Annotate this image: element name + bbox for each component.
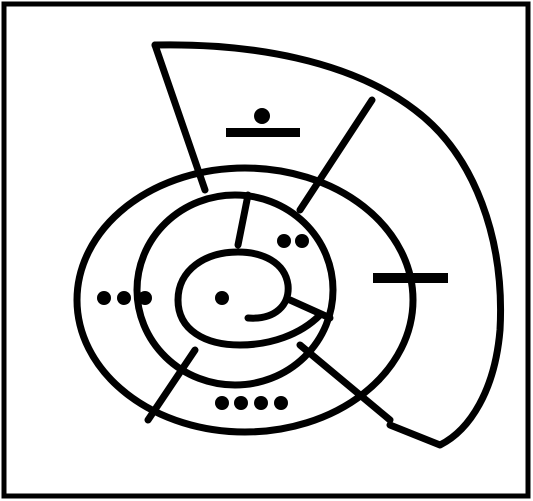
numeral-dot <box>277 234 291 248</box>
numeral-dot <box>274 396 288 410</box>
spiral-core <box>178 252 320 345</box>
numeral-dot <box>117 291 131 305</box>
divider-top-right <box>300 100 372 210</box>
frame-border <box>4 4 528 496</box>
numeral-dot <box>97 291 111 305</box>
numeral-bar <box>373 273 448 283</box>
divider-inner-right <box>290 300 330 318</box>
shell-opening-edge <box>155 45 205 190</box>
inner-whorl-ring <box>137 195 333 385</box>
numeral-dot <box>215 396 229 410</box>
numeral-dot <box>295 234 309 248</box>
numeral-dot <box>234 396 248 410</box>
numeral-dot <box>254 396 268 410</box>
outer-shell-outline <box>155 45 501 445</box>
numeral-dot <box>254 108 270 124</box>
numeral-dot <box>215 291 229 305</box>
divider-upper-inner <box>238 195 248 245</box>
numeral-bar <box>226 128 300 137</box>
numeral-dot <box>138 291 152 305</box>
